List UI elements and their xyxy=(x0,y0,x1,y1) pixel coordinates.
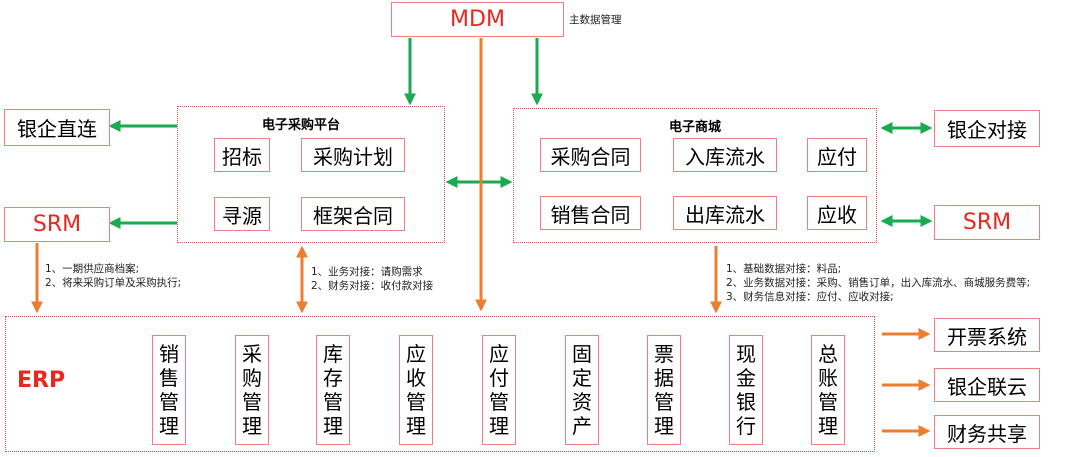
caiwu-gongxiang-box: 财务共享 xyxy=(934,415,1040,449)
erp-module-kucun: 库存管理 xyxy=(316,335,350,445)
epp-item-label: 寻源 xyxy=(222,203,262,228)
mall-item-label: 入库流水 xyxy=(685,144,765,169)
note-line: 1、业务对接：请购需求 xyxy=(311,266,423,278)
mdm-label: MDM xyxy=(450,7,505,32)
yinqi-lianyun-box: 银企联云 xyxy=(934,368,1040,402)
epp-item-label: 招标 xyxy=(222,144,262,169)
epp-item-label: 采购计划 xyxy=(313,144,393,169)
mall-item-caigou-hetong: 采购合同 xyxy=(540,138,641,172)
kaipiao-system-box: 开票系统 xyxy=(934,318,1040,352)
epp-item-label: 框架合同 xyxy=(313,203,393,228)
yinqi-lianyun-label: 银企联云 xyxy=(947,374,1027,399)
mdm-box: MDM xyxy=(391,2,564,37)
mall-item-yingfu: 应付 xyxy=(807,138,867,172)
module-label: 现金银行 xyxy=(736,342,756,438)
note-line: 2、将来采购订单及采购执行; xyxy=(45,277,182,289)
mall-item-yingshou: 应收 xyxy=(807,196,867,230)
mall-container xyxy=(513,108,877,243)
srm-right-label: SRM xyxy=(962,210,1012,235)
mall-note: 1、基础数据对接：料品; 2、业务数据对接：采购、销售订单，出入库流水、商城服务… xyxy=(726,262,1030,304)
mall-item-chuku-liushui: 出库流水 xyxy=(673,196,777,230)
yinqi-duijie-label: 银企对接 xyxy=(947,118,1027,142)
note-line: 2、业务数据对接：采购、销售订单，出入库流水、商城服务费等; xyxy=(726,277,1031,289)
mall-item-label: 应付 xyxy=(817,144,857,169)
yinqi-zhilian-box: 银企直连 xyxy=(4,109,110,146)
srm-right-box: SRM xyxy=(934,205,1040,240)
module-label: 库存管理 xyxy=(323,342,343,438)
module-label: 总账管理 xyxy=(818,342,838,438)
yinqi-zhilian-label: 银企直连 xyxy=(17,117,97,141)
caiwu-gongxiang-label: 财务共享 xyxy=(947,421,1027,446)
note-line: 2、财务对接：收付款对接 xyxy=(311,280,434,292)
mall-item-label: 应收 xyxy=(817,202,857,227)
mall-item-label: 采购合同 xyxy=(550,144,631,169)
erp-module-xianjin-yinhang: 现金银行 xyxy=(729,335,763,445)
module-label: 采购管理 xyxy=(242,342,262,438)
mdm-note: 主数据管理 xyxy=(569,14,622,26)
erp-module-zongzhang: 总账管理 xyxy=(811,335,845,445)
mall-item-label: 销售合同 xyxy=(550,202,631,227)
note-line: 1、一期供应商档案; xyxy=(45,263,140,275)
epp-title: 电子采购平台 xyxy=(262,118,341,133)
srm-note: 1、一期供应商档案; 2、将来采购订单及采购执行; xyxy=(45,262,181,290)
yinqi-duijie-box: 银企对接 xyxy=(934,110,1040,147)
erp-module-piaoju: 票据管理 xyxy=(647,335,681,445)
kaipiao-system-label: 开票系统 xyxy=(947,324,1027,349)
note-line: 1、基础数据对接：料品; xyxy=(726,263,842,275)
epp-item-caigou-jihua: 采购计划 xyxy=(301,138,405,172)
note-line: 3、财务信息对接：应付、应收对接; xyxy=(726,291,894,303)
mall-item-label: 出库流水 xyxy=(685,202,765,227)
mall-item-xiaoshou-hetong: 销售合同 xyxy=(540,196,641,230)
erp-module-caigou: 采购管理 xyxy=(235,335,269,445)
srm-left-label: SRM xyxy=(32,212,82,237)
module-label: 应付管理 xyxy=(489,342,509,438)
mall-title: 电子商城 xyxy=(669,120,722,135)
epp-item-kuangjia-hetong: 框架合同 xyxy=(301,197,405,231)
epp-note: 1、业务对接：请购需求 2、财务对接：收付款对接 xyxy=(311,265,433,293)
module-label: 固定资产 xyxy=(572,342,592,438)
erp-label: ERP xyxy=(17,368,66,393)
erp-module-yingfu: 应付管理 xyxy=(482,335,516,445)
srm-left-box: SRM xyxy=(4,207,110,242)
module-label: 销售管理 xyxy=(159,342,179,438)
erp-module-guding-zichan: 固定资产 xyxy=(565,335,599,445)
mall-item-ruku-liushui: 入库流水 xyxy=(673,138,777,172)
epp-item-zhaobiao: 招标 xyxy=(214,138,270,172)
module-label: 票据管理 xyxy=(654,342,674,438)
epp-container xyxy=(177,106,445,243)
erp-module-xiaoshou: 销售管理 xyxy=(152,335,186,445)
erp-module-yingshou: 应收管理 xyxy=(399,335,433,445)
erp-container xyxy=(5,316,875,452)
epp-item-xunyuan: 寻源 xyxy=(214,197,270,231)
module-label: 应收管理 xyxy=(406,342,426,438)
